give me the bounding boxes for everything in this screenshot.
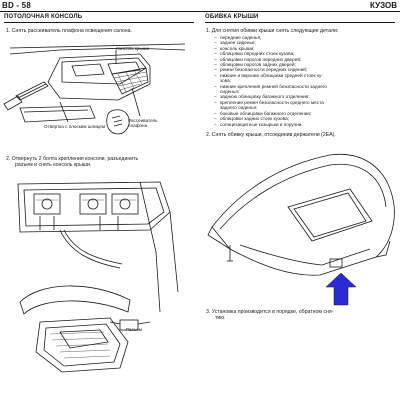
- right-step-3-line1: 3. Установка производится в порядке, обр…: [206, 309, 334, 315]
- right-step-3-line2: тию.: [215, 315, 226, 321]
- step-2-line2: разъем и снять консоль крыши.: [15, 162, 92, 168]
- right-step-2: 2. Снять обивку крыши, отсоединив держат…: [206, 132, 336, 138]
- list-item: заднюю облицовку багажного отделения;: [214, 94, 394, 99]
- list-item: облицовки передних стоек кузова;: [214, 51, 394, 56]
- section-title-ceiling-console: ПОТОЛОЧНАЯ КОНСОЛЬ: [4, 14, 83, 20]
- list-item: облицовки задних стоек кузова;: [214, 116, 394, 121]
- list-item: нижние крепления ремней безопасности зад…: [214, 84, 394, 89]
- label-connector: Разъем: [126, 327, 143, 332]
- list-item: солнцезащитные козырьки и поручни.: [214, 122, 394, 127]
- list-item: крепление ремня безопасности среднего ме…: [214, 100, 394, 105]
- figure-console-removal: [3, 43, 186, 135]
- right-step-1: 1. Для снятия обивки крыши снять следующ…: [206, 28, 339, 34]
- label-diffuser-line1: Рассеиватель: [128, 118, 158, 123]
- list-item: боковые облицовки багажного отделения;: [214, 111, 394, 116]
- arrow-indicator: [325, 272, 357, 306]
- list-item: облицовки порогов задних дверей;: [214, 62, 394, 67]
- step-1-text: 1. Снять рассеиватель плафона освещения …: [6, 28, 132, 34]
- chapter-title: КУЗОВ: [370, 1, 397, 10]
- list-item: передние сиденья;: [214, 35, 394, 40]
- list-item-continuation: зова;: [220, 78, 232, 84]
- figure-roof-lining: [207, 153, 395, 306]
- list-item: нижние и верхние облицовки средней стоек…: [214, 73, 394, 78]
- figure-console-bolts: [17, 181, 179, 373]
- header-rule: [0, 11, 400, 12]
- step-2-line1: 2. Отвернуть 2 болта крепления консоли, …: [6, 156, 139, 162]
- list-item-continuation: сиденья;: [220, 89, 240, 95]
- label-screwdriver: Отвертка с плоским шлицем: [44, 124, 105, 129]
- section-title-roof-lining: ОБИВКА КРЫШИ: [205, 14, 259, 20]
- list-item: консоль крыши;: [214, 46, 394, 51]
- list-item: заднее сиденье;: [214, 40, 394, 45]
- list-item-continuation: заднего сиденья;: [220, 105, 258, 111]
- label-roof-console: Консоль крыши: [116, 46, 150, 51]
- section-rule-left: [4, 22, 194, 23]
- page-code: BD - 58: [2, 1, 31, 10]
- section-rule-right: [205, 22, 395, 23]
- list-item: ремни безопасности передних сидений;: [214, 67, 394, 72]
- removal-parts-list: передние сиденья; заднее сиденье; консол…: [214, 35, 394, 127]
- label-diffuser-line2: плафона: [128, 123, 148, 128]
- list-item: облицовки порогов передних дверей;: [214, 57, 394, 62]
